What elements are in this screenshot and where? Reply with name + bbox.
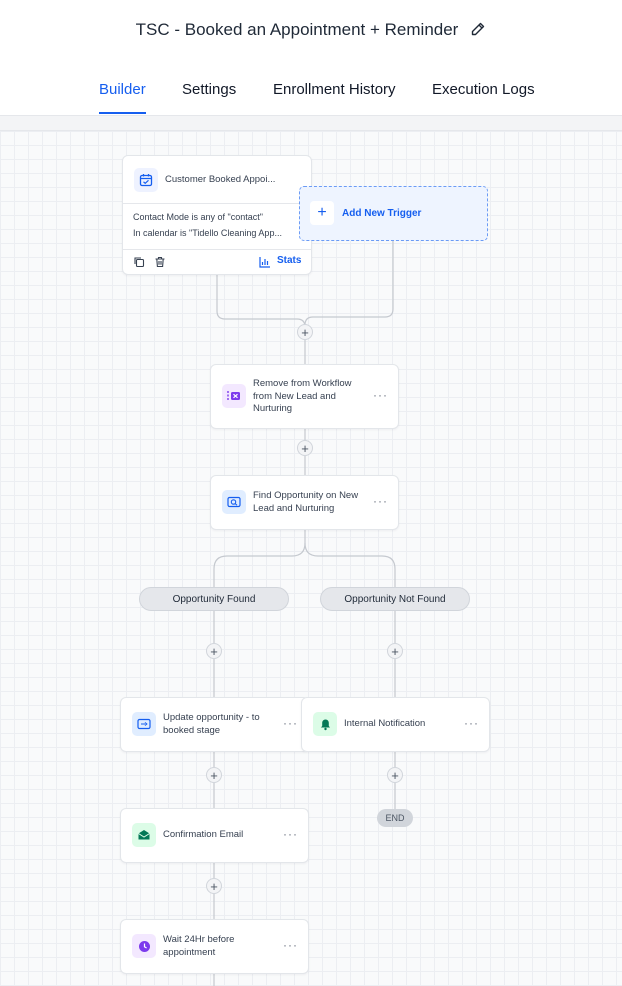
- page-header: TSC - Booked an Appointment + Reminder: [0, 0, 622, 63]
- add-action-plus-button[interactable]: +: [206, 767, 222, 783]
- action-label: Confirmation Email: [163, 829, 244, 840]
- tab-bar: Builder Settings Enrollment History Exec…: [0, 62, 622, 116]
- add-new-trigger-label: Add New Trigger: [342, 208, 422, 219]
- action-card-find-opportunity[interactable]: Find Opportunity on New Lead and Nurturi…: [210, 475, 399, 530]
- tab-execution-logs[interactable]: Execution Logs: [432, 81, 535, 98]
- tab-builder[interactable]: Builder: [99, 81, 146, 98]
- more-options-icon[interactable]: ···: [283, 827, 298, 841]
- toolbar-strip: [0, 116, 622, 131]
- tab-settings[interactable]: Settings: [182, 81, 237, 98]
- bell-icon: [313, 712, 337, 736]
- edit-pencil-icon[interactable]: [470, 21, 486, 42]
- divider: [123, 249, 311, 250]
- action-label: Wait 24Hr before appointment: [163, 934, 235, 958]
- stats-link[interactable]: Stats: [277, 255, 302, 266]
- trash-icon[interactable]: [154, 255, 166, 273]
- add-action-plus-button[interactable]: +: [297, 324, 313, 340]
- action-card-remove-from-workflow[interactable]: Remove from Workflow from New Lead and N…: [210, 364, 399, 429]
- find-opportunity-icon: [222, 490, 246, 514]
- action-card-update-opportunity[interactable]: Update opportunity - to booked stage ···: [120, 697, 309, 752]
- action-label: Remove from Workflow from New Lead and N…: [253, 378, 352, 414]
- more-options-icon[interactable]: ···: [373, 388, 388, 402]
- workflow-title: TSC - Booked an Appointment + Reminder: [135, 20, 459, 39]
- end-marker: END: [377, 809, 413, 827]
- action-card-wait[interactable]: Wait 24Hr before appointment ···: [120, 919, 309, 974]
- add-action-plus-button[interactable]: +: [297, 440, 313, 456]
- add-action-plus-button[interactable]: +: [206, 878, 222, 894]
- trigger-title: Customer Booked Appoi...: [165, 174, 276, 185]
- action-label: Find Opportunity on New Lead and Nurturi…: [253, 490, 359, 514]
- more-options-icon[interactable]: ···: [373, 494, 388, 508]
- branch-opportunity-found[interactable]: Opportunity Found: [139, 587, 289, 611]
- more-options-icon[interactable]: ···: [283, 716, 298, 730]
- bar-chart-icon[interactable]: [259, 255, 271, 273]
- workflow-canvas[interactable]: Customer Booked Appoi... Contact Mode is…: [0, 131, 622, 986]
- add-action-plus-button[interactable]: +: [387, 767, 403, 783]
- remove-workflow-icon: [222, 384, 246, 408]
- update-opportunity-icon: [132, 712, 156, 736]
- trigger-filter-calendar: In calendar is "Tidello Cleaning App...: [133, 228, 282, 238]
- action-label: Update opportunity - to booked stage: [163, 712, 260, 736]
- email-icon: [132, 823, 156, 847]
- more-options-icon[interactable]: ···: [464, 716, 479, 730]
- action-label: Internal Notification: [344, 718, 426, 729]
- tab-enrollment-history[interactable]: Enrollment History: [273, 81, 396, 98]
- trigger-card[interactable]: Customer Booked Appoi... Contact Mode is…: [122, 155, 312, 275]
- add-action-plus-button[interactable]: +: [387, 643, 403, 659]
- active-tab-indicator: [99, 112, 146, 114]
- copy-icon[interactable]: [133, 255, 145, 273]
- branch-opportunity-not-found[interactable]: Opportunity Not Found: [320, 587, 470, 611]
- calendar-check-icon: [134, 168, 158, 192]
- add-new-trigger-button[interactable]: + Add New Trigger: [299, 186, 488, 241]
- trigger-filter-contact-mode: Contact Mode is any of "contact": [133, 212, 263, 222]
- action-card-internal-notification[interactable]: Internal Notification ···: [301, 697, 490, 752]
- action-card-confirmation-email[interactable]: Confirmation Email ···: [120, 808, 309, 863]
- add-action-plus-button[interactable]: +: [206, 643, 222, 659]
- clock-icon: [132, 934, 156, 958]
- plus-icon: +: [310, 201, 334, 225]
- more-options-icon[interactable]: ···: [283, 938, 298, 952]
- divider: [123, 203, 311, 204]
